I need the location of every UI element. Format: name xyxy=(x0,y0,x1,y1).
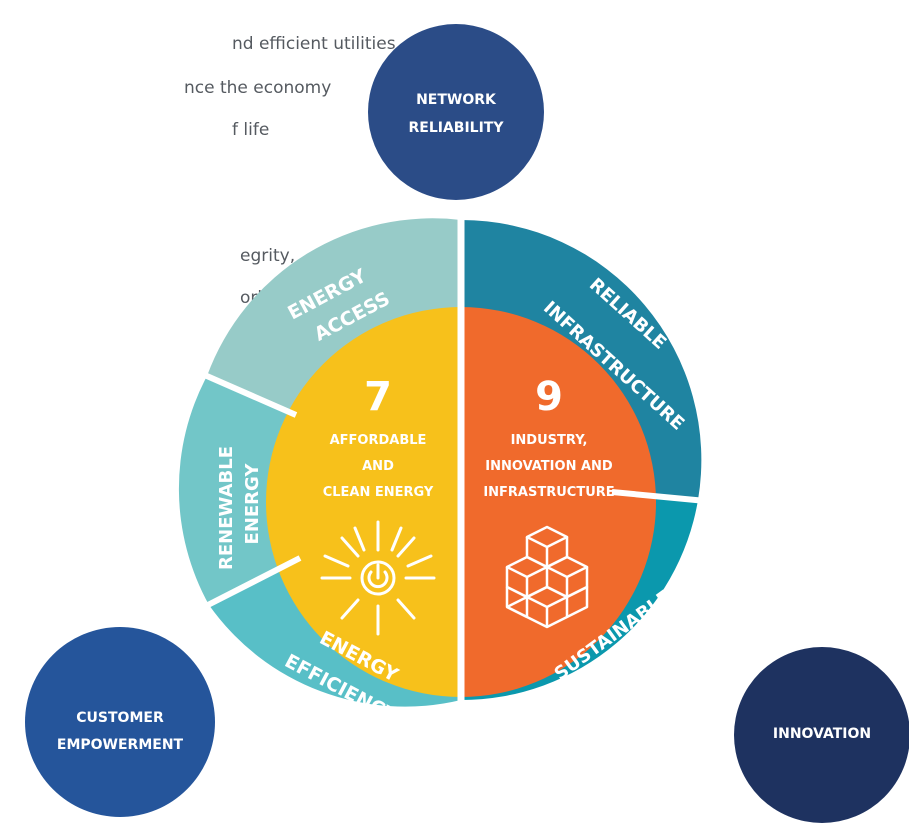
satellite-innovation: INNOVATION xyxy=(734,647,909,823)
network-reliability-line-2: RELIABILITY xyxy=(408,120,504,136)
segment-renewable-energy-line-1: RENEWABLE xyxy=(216,446,237,570)
goal-7-title-line-3: CLEAN ENERGY xyxy=(323,485,434,500)
goal-7-number: 7 xyxy=(364,374,392,420)
intro-line-1: nd efficient utilities xyxy=(232,34,396,54)
satellite-customer-empowerment: CUSTOMER EMPOWERMENT xyxy=(25,627,215,817)
customer-empowerment-line-1: CUSTOMER xyxy=(76,710,164,726)
network-reliability-line-1: NETWORK xyxy=(416,92,497,108)
cubes-icon xyxy=(505,525,589,629)
sun-power-icon xyxy=(320,520,436,636)
intro-line-2: nce the economy xyxy=(184,78,332,98)
segment-renewable-energy xyxy=(178,376,296,605)
segment-divider xyxy=(198,370,298,418)
intro-line-3: f life xyxy=(232,120,270,140)
goal-9-title-line-3: INFRASTRUCTURE xyxy=(483,485,614,500)
goal-9-title-line-1: INDUSTRY, xyxy=(511,433,588,448)
segment-divider xyxy=(200,555,302,611)
goal-9-number: 9 xyxy=(535,374,563,420)
customer-empowerment-line-2: EMPOWERMENT xyxy=(57,737,184,753)
segment-divider xyxy=(611,489,707,504)
goal-7-title-line-2: AND xyxy=(362,459,394,474)
segment-energy-access xyxy=(207,218,461,414)
intro-line-4: egrity, xyxy=(240,246,296,266)
innovation-label: INNOVATION xyxy=(773,726,871,742)
goal-9-title-line-2: INNOVATION AND xyxy=(485,459,613,474)
goal-7-title-line-1: AFFORDABLE xyxy=(330,433,427,448)
segment-renewable-energy-line-2: ENERGY xyxy=(242,463,263,545)
goal-7-half xyxy=(266,307,461,697)
goal-9-half xyxy=(461,307,656,697)
satellite-network-reliability: NETWORK RELIABILITY xyxy=(368,24,544,200)
